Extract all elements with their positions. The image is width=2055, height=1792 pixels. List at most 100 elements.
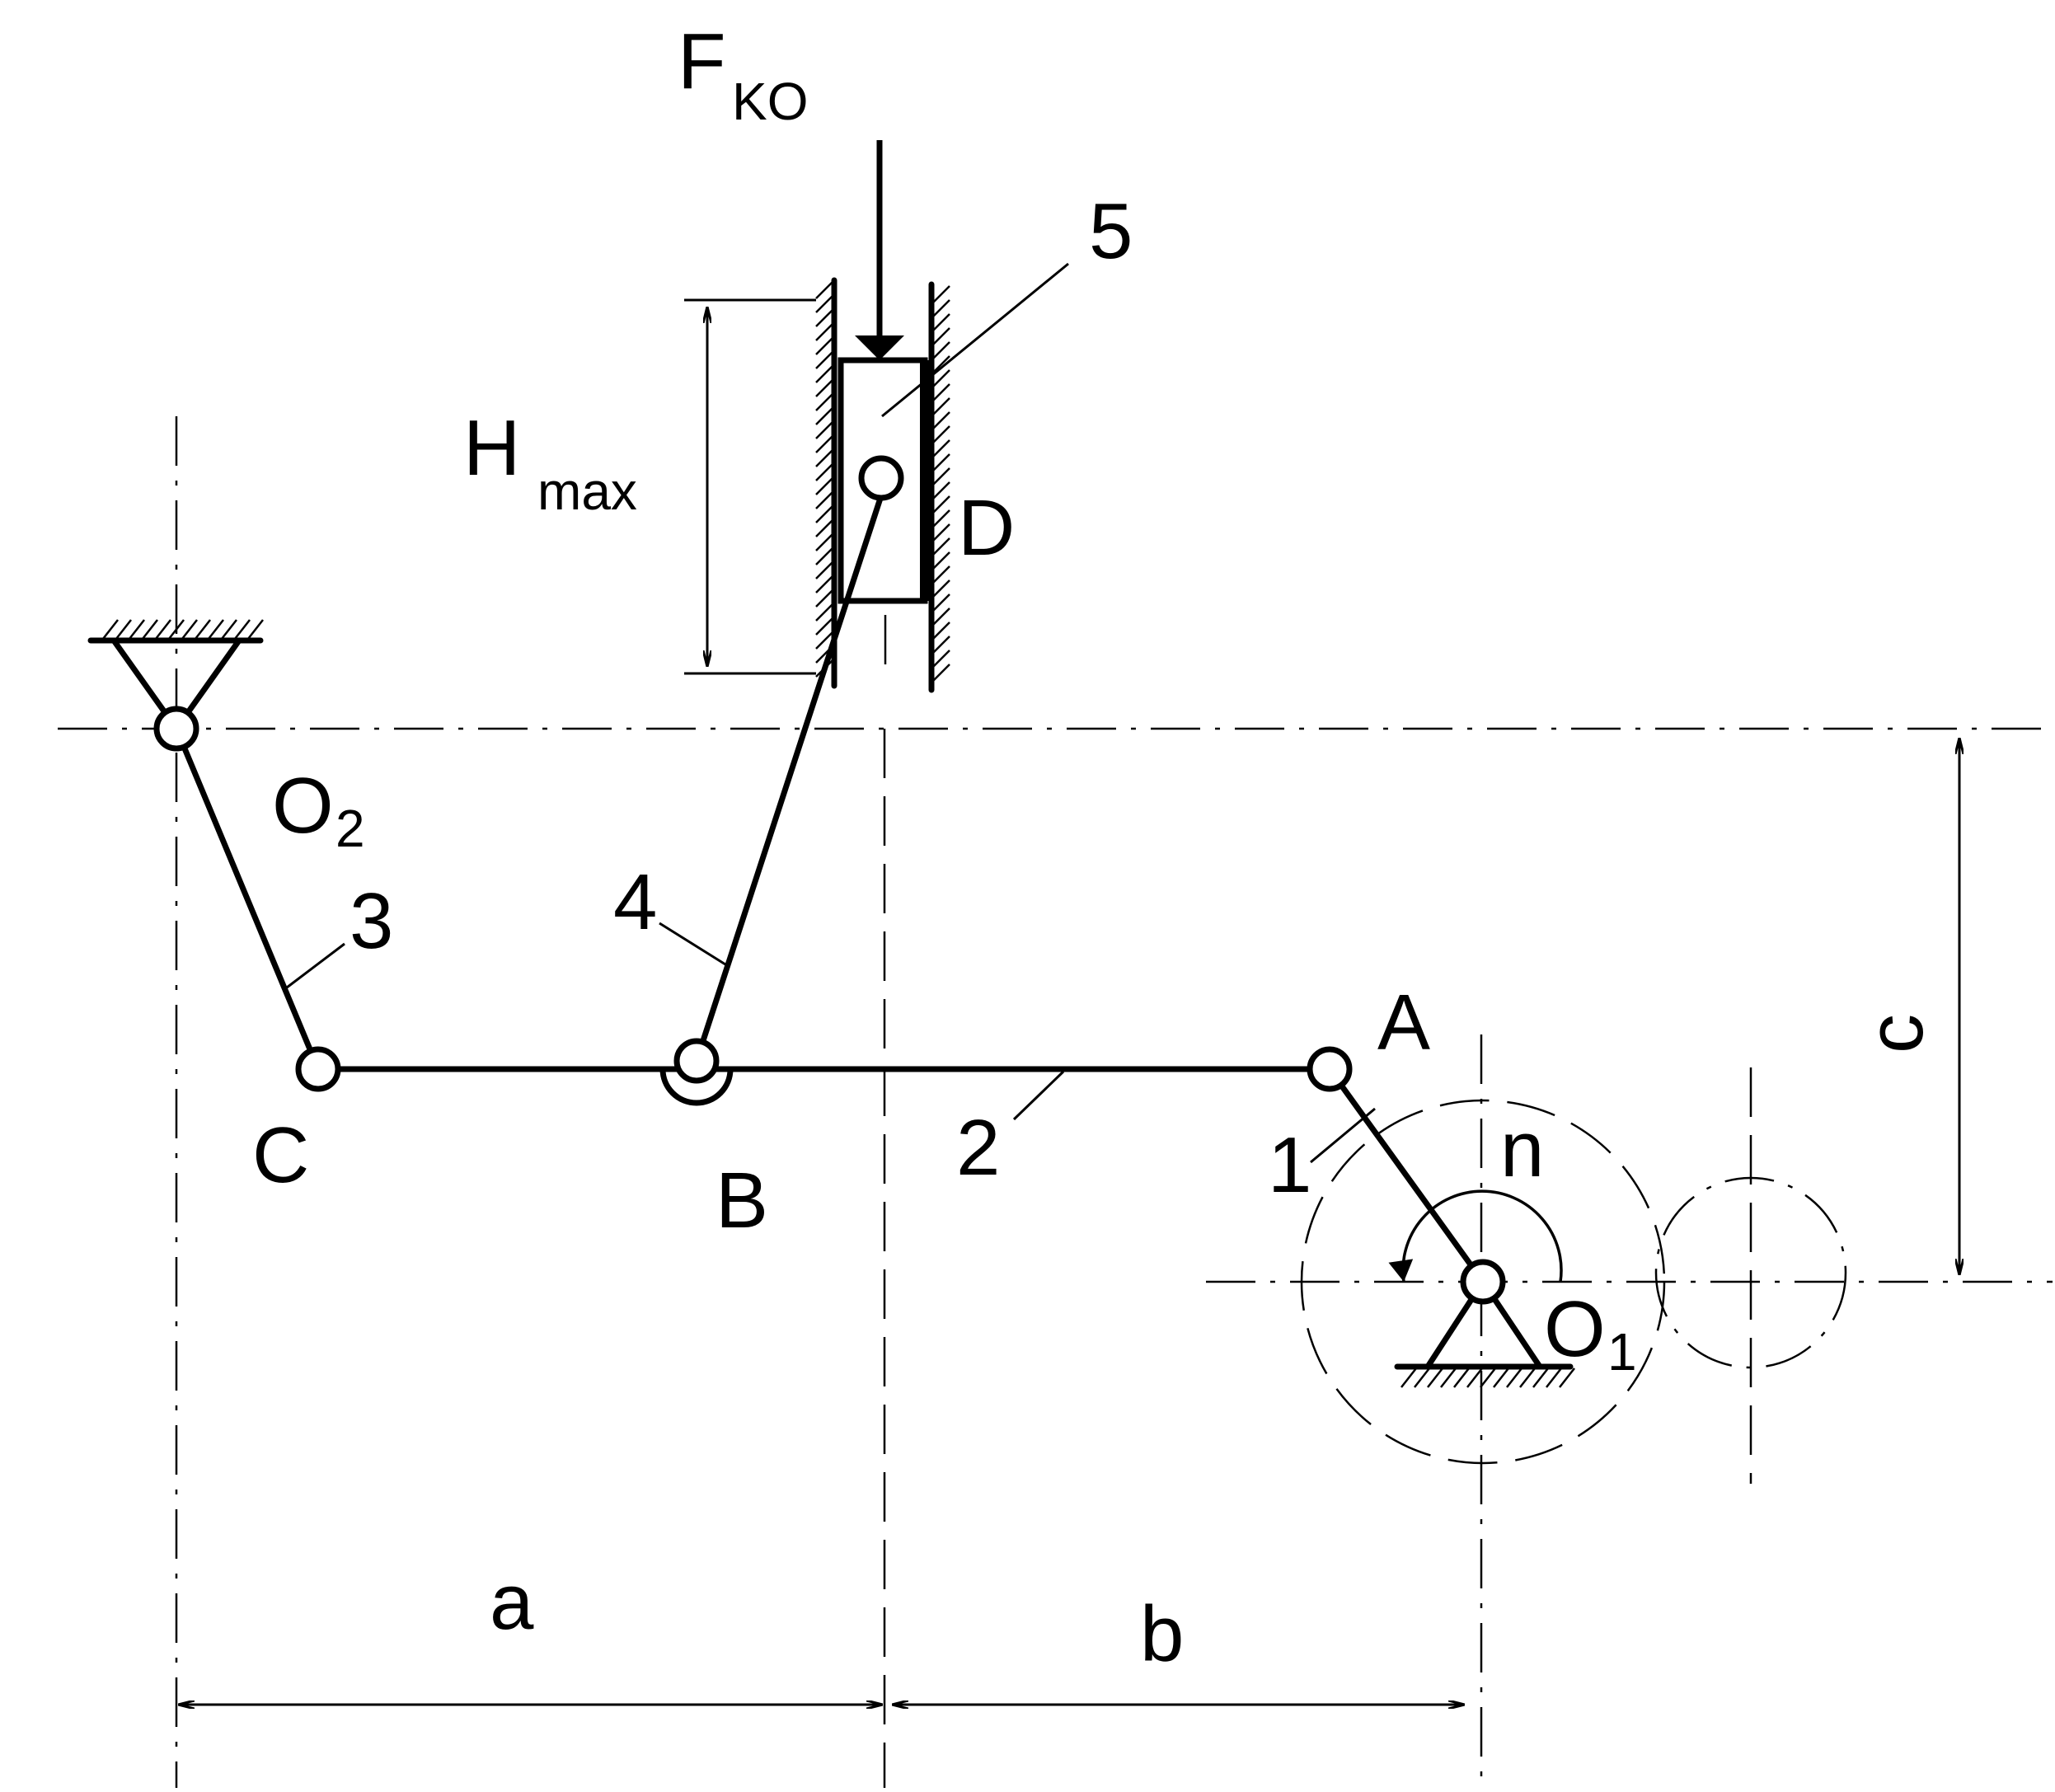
hatch-mark xyxy=(932,593,950,612)
hatch-mark xyxy=(1414,1367,1430,1388)
hatch-mark xyxy=(815,575,833,593)
hmax-subscript: max xyxy=(537,462,637,521)
hatch-mark xyxy=(1453,1367,1470,1388)
hmax-label: H xyxy=(463,404,520,492)
hatch-mark xyxy=(815,519,833,537)
hatch-mark xyxy=(815,463,833,481)
hatch-mark xyxy=(932,509,950,528)
hatch-mark xyxy=(1400,1367,1417,1388)
hatch-mark xyxy=(815,505,833,523)
hatch-mark xyxy=(1519,1367,1536,1388)
joint-o1 xyxy=(1460,1259,1506,1305)
point-o1-label: O xyxy=(1544,1285,1606,1373)
hatch-mark xyxy=(815,589,833,607)
slider-guide xyxy=(815,277,950,693)
hatch-mark xyxy=(815,477,833,495)
hatch-mark xyxy=(208,619,224,640)
leader-2 xyxy=(1012,1070,1065,1121)
hatch-mark xyxy=(932,565,950,584)
hmax-dimension xyxy=(684,298,816,675)
point-o2-label: O xyxy=(272,762,334,850)
hatch-mark xyxy=(221,619,237,640)
hatch-mark xyxy=(815,365,833,383)
hatch-mark xyxy=(932,327,950,345)
hatch-mark xyxy=(1493,1367,1509,1388)
hatch-mark xyxy=(932,313,950,331)
hatch-mark xyxy=(1427,1367,1443,1388)
hatch-mark xyxy=(815,435,833,453)
force-subscript: KO xyxy=(732,72,808,131)
hatch-mark xyxy=(1546,1367,1562,1388)
hatch-mark xyxy=(815,407,833,425)
leader-4 xyxy=(659,922,726,966)
hatch-mark xyxy=(815,449,833,467)
hatch-mark xyxy=(932,397,950,415)
hatch-mark xyxy=(129,619,145,640)
hatch-mark xyxy=(932,439,950,457)
leader-3 xyxy=(286,942,345,989)
link-1 xyxy=(1326,1066,1486,1285)
hatch-mark xyxy=(815,337,833,355)
hatch-mark xyxy=(115,619,132,640)
hatch-mark xyxy=(932,650,950,668)
dimensions xyxy=(178,738,1959,1705)
hatch-mark xyxy=(247,619,264,640)
point-a-label: A xyxy=(1377,978,1430,1067)
hatch-mark xyxy=(932,664,950,682)
hatch-mark xyxy=(932,369,950,387)
hatch-mark xyxy=(195,619,211,640)
hatch-mark xyxy=(815,309,833,327)
hatch-mark xyxy=(932,579,950,598)
force-label: F xyxy=(678,17,726,106)
hatch-mark xyxy=(181,619,198,640)
leader-1 xyxy=(1310,1107,1376,1164)
hatch-mark xyxy=(815,491,833,509)
point-c-label: C xyxy=(252,1111,309,1199)
hatch-mark xyxy=(815,533,833,551)
leader-lines xyxy=(286,262,1376,1164)
hatch-mark xyxy=(932,523,950,542)
hatch-mark xyxy=(932,285,950,303)
hatch-mark xyxy=(102,619,119,640)
hatch-mark xyxy=(932,411,950,429)
hatch-mark xyxy=(815,351,833,369)
hatch-mark xyxy=(1480,1367,1496,1388)
links xyxy=(173,477,1486,1285)
gear-circles xyxy=(1300,1099,1847,1465)
guide-right-hatching xyxy=(932,285,950,682)
rotation-arrow xyxy=(1388,1189,1563,1283)
link-3 xyxy=(173,725,321,1072)
hatch-mark xyxy=(932,383,950,401)
joint-o2 xyxy=(153,706,199,752)
hatch-mark xyxy=(815,421,833,439)
joints xyxy=(153,455,1506,1305)
hatch-mark xyxy=(1532,1367,1549,1388)
hatch-mark xyxy=(932,607,950,626)
hatch-mark xyxy=(168,619,185,640)
hatch-mark xyxy=(932,495,950,514)
point-d-label: D xyxy=(958,484,1015,572)
hatch-mark xyxy=(932,636,950,654)
joint-c xyxy=(295,1046,341,1092)
joint-b-cup xyxy=(659,1068,734,1106)
rotation-label: n xyxy=(1500,1105,1544,1194)
hatch-mark xyxy=(142,619,158,640)
hatch-mark xyxy=(932,467,950,486)
hatch-mark xyxy=(815,603,833,622)
hatch-mark xyxy=(815,561,833,579)
hatch-mark xyxy=(932,622,950,640)
dimension-a-label: a xyxy=(490,1558,534,1646)
hatch-mark xyxy=(1506,1367,1522,1388)
point-b-label: B xyxy=(715,1156,768,1245)
hatch-mark xyxy=(932,453,950,471)
hatch-mark xyxy=(1466,1367,1483,1388)
center-lines xyxy=(58,363,2053,1788)
hatch-mark xyxy=(932,425,950,443)
hatch-mark xyxy=(234,619,251,640)
hatch-mark xyxy=(932,355,950,373)
guide-left-hatching xyxy=(815,281,833,678)
link-1-number: 1 xyxy=(1268,1121,1311,1209)
hatch-mark xyxy=(1440,1367,1457,1388)
joint-b xyxy=(673,1038,720,1084)
